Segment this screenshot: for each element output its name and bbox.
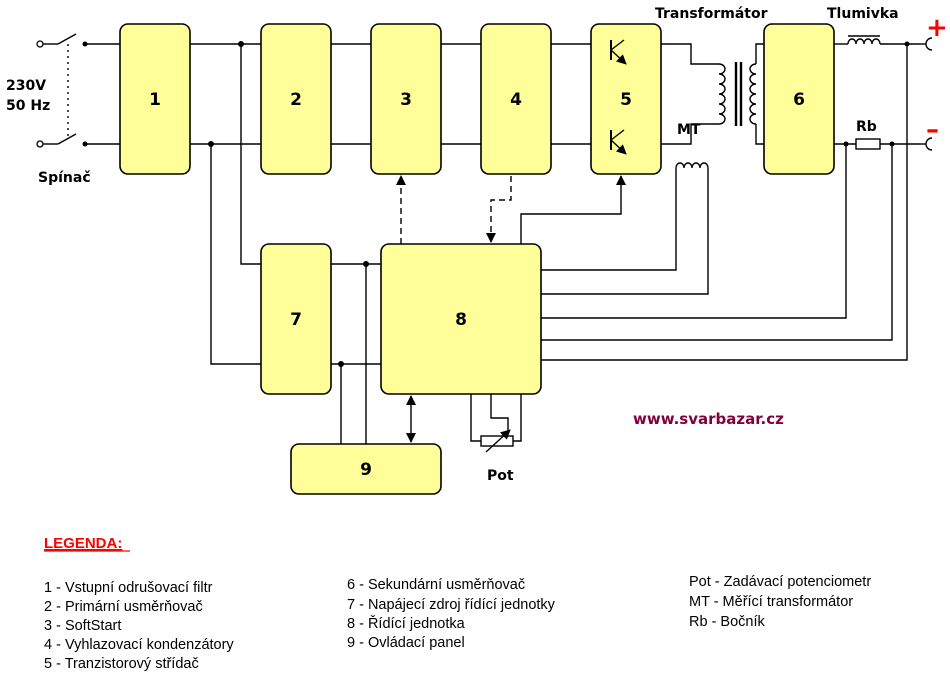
block-8-label: 8: [455, 310, 467, 330]
legend-item: 3 - SoftStart: [44, 618, 121, 634]
block-1: 1: [119, 23, 191, 175]
choke-label: Tlumivka: [827, 6, 899, 22]
power-transformer: [718, 43, 764, 145]
legend-item: 5 - Tranzistorový střídač: [44, 656, 199, 672]
rb-label: Rb: [856, 119, 877, 135]
transformer-label: Transformátor: [655, 6, 768, 22]
block-3: 3: [370, 23, 442, 175]
block-5-label: 5: [620, 90, 632, 110]
pot-label: Pot: [487, 468, 514, 484]
minus-terminal-label: –: [926, 115, 939, 145]
legend-item: 9 - Ovládací panel: [347, 635, 465, 651]
block-7-label: 7: [290, 310, 302, 330]
legend-title: LEGENDA:: [44, 535, 122, 552]
block-6-label: 6: [793, 90, 805, 110]
frequency-label: 50 Hz: [6, 98, 50, 114]
transistor-icon: [610, 39, 627, 65]
block-9-label: 9: [360, 460, 372, 480]
block-4: 4: [480, 23, 552, 175]
legend-item: 8 - Řídící jednotka: [347, 615, 466, 632]
legend-item: 4 - Vyhlazovací kondenzátory: [44, 637, 234, 653]
switch-label: Spínač: [38, 170, 91, 186]
mt-label: MT: [677, 122, 701, 138]
block-2: 2: [260, 23, 332, 175]
output-wiring: [834, 35, 933, 151]
block-9: 9: [290, 443, 442, 495]
block-7: 7: [260, 243, 332, 395]
block-5: 5: [590, 23, 662, 175]
legend-item: 7 - Napájecí zdroj řídící jednotky: [347, 597, 556, 613]
block-1-label: 1: [149, 90, 161, 110]
main-wiring: [85, 41, 719, 365]
block-4-label: 4: [510, 90, 522, 110]
legend-item: 2 - Primární usměrňovač: [44, 599, 203, 615]
legend-item: 6 - Sekundární usměrňovač: [347, 577, 525, 593]
feedback-wiring: [331, 44, 908, 453]
legend-item: Pot - Zadávací potenciometr: [689, 574, 871, 590]
legend-item: 1 - Vstupní odrušovací filtr: [44, 580, 213, 596]
transistor-icon: [610, 129, 627, 155]
plus-terminal-label: +: [926, 13, 948, 43]
block-8: 8: [380, 243, 542, 395]
website-label: www.svarbazar.cz: [633, 410, 784, 428]
legend-item: Rb - Bočník: [689, 614, 765, 630]
block-2-label: 2: [290, 90, 302, 110]
block-3-label: 3: [400, 90, 412, 110]
block-6: 6: [763, 23, 835, 175]
voltage-label: 230V: [6, 78, 46, 94]
legend-item: MT - Měřící transformátor: [689, 594, 853, 610]
legend: LEGENDA: 1 - Vstupní odrušovací filtr 2 …: [44, 535, 871, 672]
